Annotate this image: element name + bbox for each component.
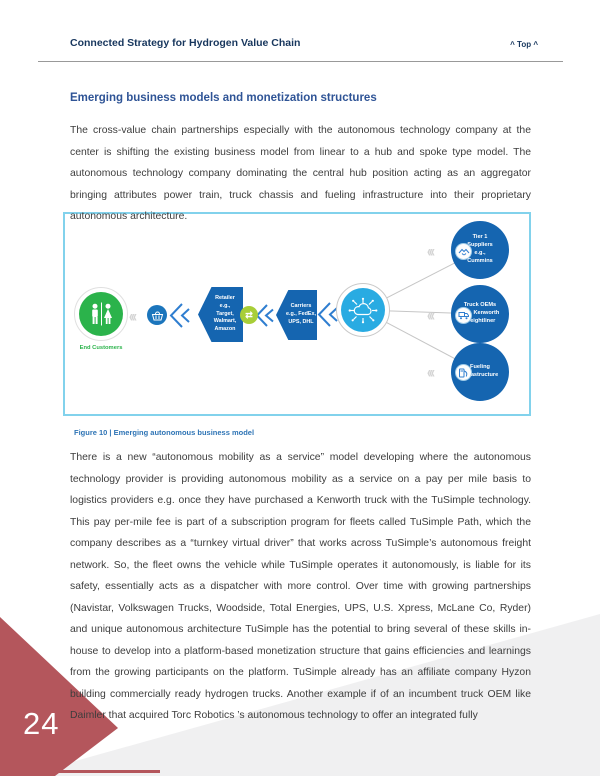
handshake-icon xyxy=(458,248,469,256)
maroon-triangle-shape xyxy=(0,617,118,776)
people-icon xyxy=(91,302,112,326)
chevrons-left-icon: ‹‹‹ xyxy=(129,306,137,326)
chevron-left-arrow-icon xyxy=(169,303,190,328)
page-number: 24 xyxy=(23,706,60,741)
back-to-top-link[interactable]: ^ Top ^ xyxy=(510,40,538,49)
header-divider xyxy=(38,61,563,62)
end-customers-label: End Customers xyxy=(79,345,123,351)
truck-icon xyxy=(458,312,469,320)
oem-link-node xyxy=(455,307,472,324)
document-header-title: Connected Strategy for Hydrogen Value Ch… xyxy=(70,37,301,49)
basket-icon xyxy=(151,311,163,320)
section-heading: Emerging business models and monetizatio… xyxy=(70,92,377,104)
chevrons-left-icon: ‹‹‹ xyxy=(427,362,435,382)
end-customers-node xyxy=(79,292,123,336)
maroon-underline-bar xyxy=(8,770,160,773)
figure-10-diagram: End Customers ‹‹‹ Retailer e.g., xyxy=(63,212,531,416)
payment-exchange-icon: ⇄ xyxy=(240,306,258,324)
gray-wedge-shape xyxy=(22,614,600,776)
supplier-link-node xyxy=(455,243,472,260)
fuel-pump-icon xyxy=(459,368,468,377)
fueling-link-node xyxy=(455,364,472,381)
body-paragraph-2: There is a new “autonomous mobility as a… xyxy=(70,452,531,721)
chevron-left-arrow-icon xyxy=(317,302,338,327)
figure-caption: Figure 10 | Emerging autonomous business… xyxy=(74,428,255,437)
chevrons-left-icon: ‹‹‹ xyxy=(427,305,435,325)
bottom-decoration xyxy=(0,614,600,776)
chevrons-left-icon: ‹‹‹ xyxy=(427,241,435,261)
connected-cloud-icon xyxy=(348,297,378,323)
autonomous-tech-hub-node xyxy=(341,288,385,332)
body-paragraph-1: The cross-value chain partnerships espec… xyxy=(70,125,531,222)
retail-basket-node xyxy=(147,305,167,325)
chevron-left-arrow-icon xyxy=(255,304,274,327)
